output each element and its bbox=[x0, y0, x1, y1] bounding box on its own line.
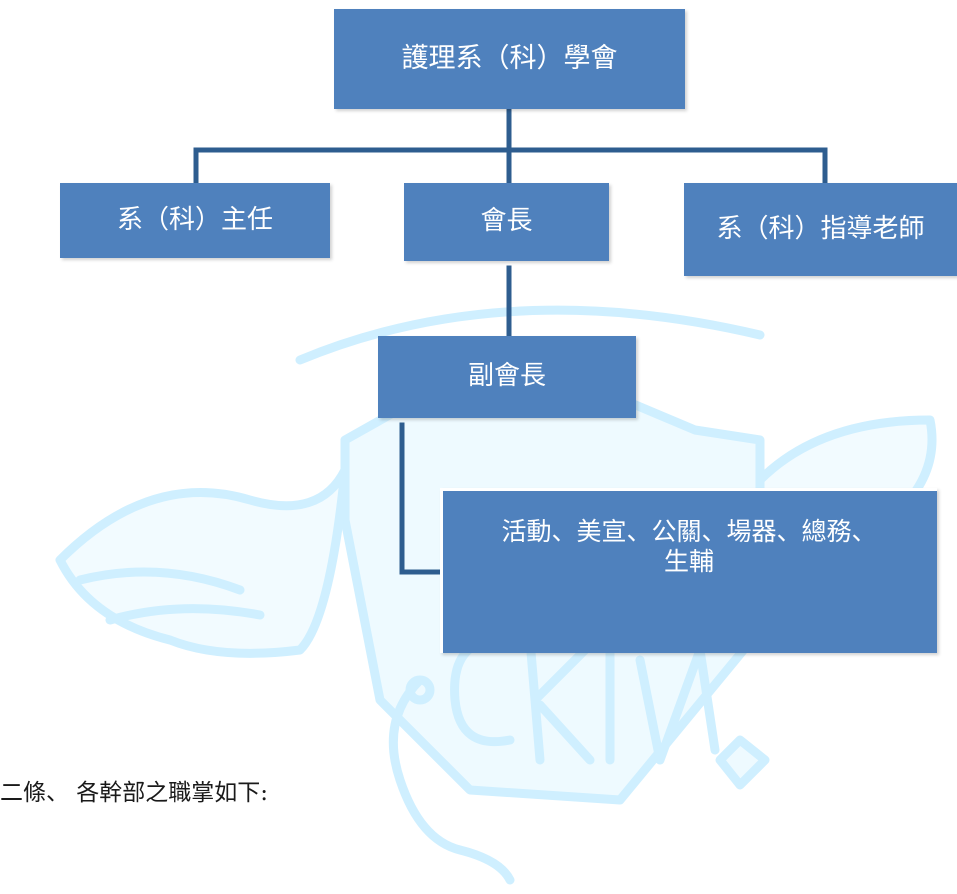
root-label: 護理系（科）學會 bbox=[401, 42, 618, 74]
president-node: 會長 bbox=[404, 183, 609, 261]
vice-president-label: 副會長 bbox=[467, 361, 546, 392]
advisor-node: 系（科）指導老師 bbox=[684, 183, 957, 276]
root-node: 護理系（科）學會 bbox=[334, 9, 685, 109]
president-label: 會長 bbox=[480, 206, 533, 237]
departments-node: 活動、美宣、公關、場器、總務、 生輔 bbox=[440, 488, 937, 653]
advisor-label: 系（科）指導老師 bbox=[716, 213, 925, 244]
article-heading: 二條、 各幹部之職掌如下: bbox=[0, 780, 269, 806]
departments-label-line1: 活動、美宣、公關、場器、總務、 bbox=[501, 517, 877, 546]
director-label: 系（科）主任 bbox=[116, 204, 273, 235]
director-node: 系（科）主任 bbox=[60, 183, 330, 258]
departments-label-line2: 生輔 bbox=[663, 547, 714, 576]
vice-president-node: 副會長 bbox=[378, 336, 636, 418]
